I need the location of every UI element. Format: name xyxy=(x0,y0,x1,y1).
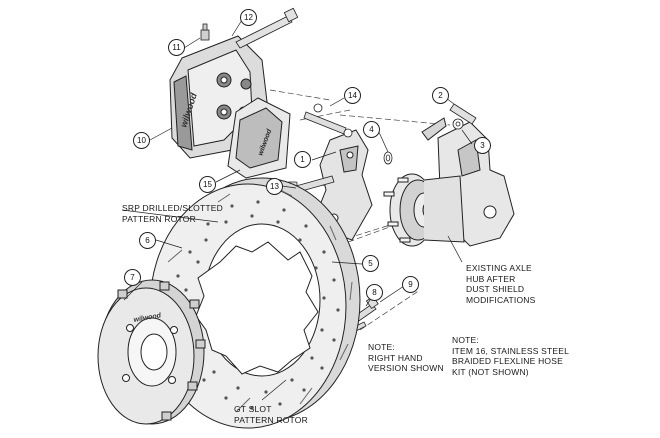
rotor-hat: wilwood xyxy=(97,279,206,425)
item16-note: NOTE:ITEM 16, STAINLESS STEEL BRAIDED FL… xyxy=(452,335,570,377)
callout-4: 4 xyxy=(363,121,380,138)
knuckle-bolt xyxy=(449,103,477,130)
callout-7: 7 xyxy=(124,269,141,286)
caliper-bolt xyxy=(235,7,299,49)
bleeder-screw xyxy=(200,23,210,41)
callout-6: 6 xyxy=(139,232,156,249)
callout-1: 1 xyxy=(294,151,311,168)
hat-logo: wilwood xyxy=(133,312,162,324)
callout-8: 8 xyxy=(366,284,383,301)
right-hand-note: NOTE:RIGHT HAND VERSION SHOWN xyxy=(368,342,444,373)
callout-2: 2 xyxy=(432,87,449,104)
axle-hub xyxy=(383,173,465,247)
shim-washer xyxy=(383,151,393,165)
callout-11: 11 xyxy=(168,39,185,56)
brake-pad: wilwood xyxy=(227,97,291,179)
callout-15: 15 xyxy=(199,176,216,193)
callout-9: 9 xyxy=(402,276,419,293)
callout-10: 10 xyxy=(133,132,150,149)
callout-13: 13 xyxy=(266,178,283,195)
leader-lines xyxy=(121,19,473,401)
callout-3: 3 xyxy=(474,137,491,154)
callout-12: 12 xyxy=(240,9,257,26)
callout-14: 14 xyxy=(344,87,361,104)
callout-5: 5 xyxy=(362,255,379,272)
